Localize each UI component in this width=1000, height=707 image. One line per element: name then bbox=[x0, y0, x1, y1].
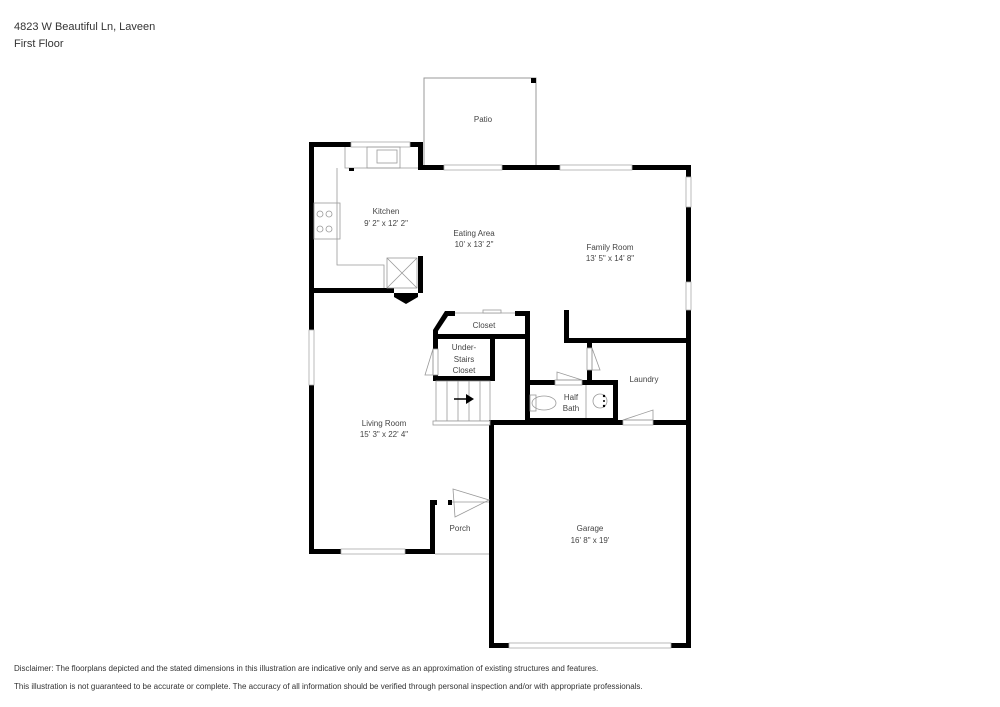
label-under-stairs-1: Under- bbox=[452, 343, 477, 352]
label-under-stairs-3: Closet bbox=[453, 366, 476, 375]
room-labels: Patio Kitchen 9' 2" x 12' 2" Eating Area… bbox=[360, 115, 659, 545]
label-under-stairs-2: Stairs bbox=[454, 355, 474, 364]
dims-garage: 16' 8" x 19' bbox=[571, 536, 610, 545]
label-patio: Patio bbox=[474, 115, 493, 124]
disclaimer-line-1: Disclaimer: The floorplans depicted and … bbox=[14, 664, 599, 673]
label-garage: Garage bbox=[577, 524, 604, 533]
property-address: 4823 W Beautiful Ln, Laveen bbox=[14, 21, 156, 33]
dims-kitchen: 9' 2" x 12' 2" bbox=[364, 219, 408, 228]
dims-family-room: 13' 5" x 14' 8" bbox=[586, 254, 634, 263]
exterior-walls bbox=[309, 142, 691, 648]
label-porch: Porch bbox=[450, 524, 471, 533]
kitchen-corner-wall bbox=[394, 293, 418, 304]
label-living-room: Living Room bbox=[362, 419, 407, 428]
stairs-arrow-icon bbox=[454, 394, 474, 404]
sink-faucet-icon bbox=[602, 394, 606, 408]
dims-living-room: 15' 3" x 22' 4" bbox=[360, 430, 408, 439]
interior-walls bbox=[433, 310, 691, 424]
dims-eating-area: 10' x 13' 2" bbox=[455, 240, 494, 249]
windows bbox=[308, 141, 692, 649]
label-kitchen: Kitchen bbox=[373, 207, 400, 216]
label-eating-area: Eating Area bbox=[453, 229, 495, 238]
disclaimer-line-2: This illustration is not guaranteed to b… bbox=[14, 682, 643, 691]
label-closet: Closet bbox=[473, 321, 496, 330]
label-family-room: Family Room bbox=[586, 243, 633, 252]
label-half-bath-2: Bath bbox=[563, 404, 579, 413]
kitchen-fixtures bbox=[313, 146, 418, 289]
floor-name: First Floor bbox=[14, 38, 64, 50]
label-laundry: Laundry bbox=[630, 375, 659, 384]
label-half-bath-1: Half bbox=[564, 393, 579, 402]
doors-and-fixtures bbox=[424, 309, 654, 555]
